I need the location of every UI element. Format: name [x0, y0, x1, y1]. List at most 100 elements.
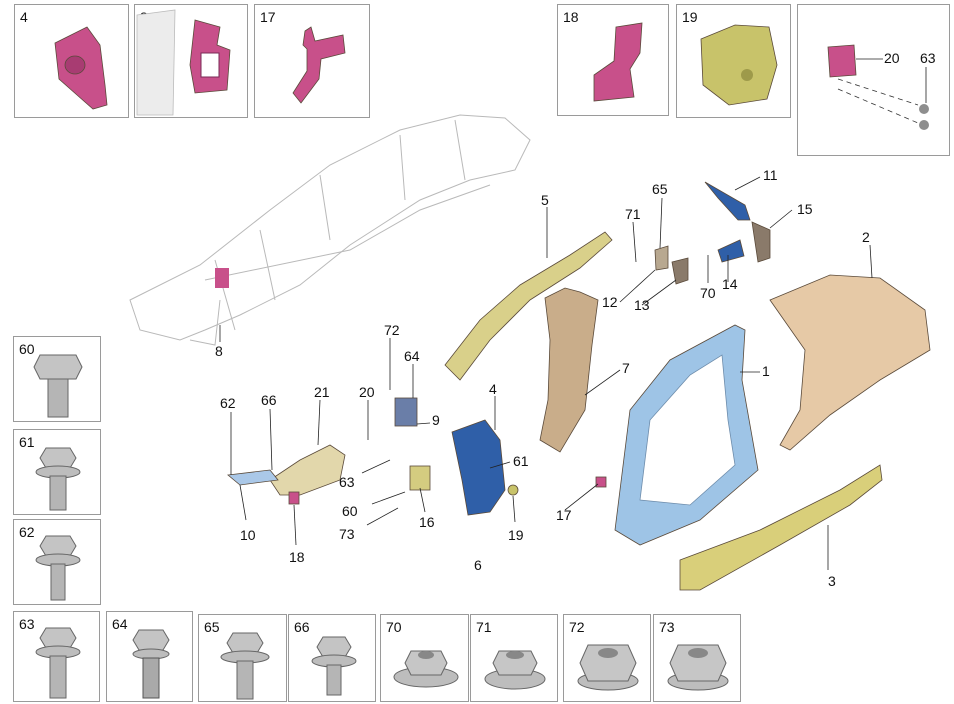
bracket-part-illustration — [136, 9, 231, 116]
callout-6: 6 — [474, 557, 482, 573]
bracket-part-illustration — [292, 26, 346, 104]
bolt-icon — [35, 535, 81, 601]
part-b-pillar-reinforcement — [451, 419, 506, 516]
inset-nut-72[interactable]: 72 — [563, 614, 651, 702]
part-bracket-12 — [654, 245, 669, 271]
bolt-icon — [132, 629, 170, 699]
bracket-part-illustration — [54, 26, 108, 110]
callout-15: 15 — [797, 201, 813, 217]
part-wheelhouse-21 — [269, 444, 346, 496]
part-rocker-panel — [679, 464, 883, 591]
inset-label: 70 — [386, 619, 402, 635]
callout-8: 8 — [215, 343, 223, 359]
bolt-icon — [35, 627, 81, 699]
inset-label: 60 — [19, 341, 35, 357]
part-bracket-11 — [704, 181, 751, 221]
part-bracket-9 — [394, 397, 418, 427]
body-shell-wireframe — [129, 114, 531, 346]
bracket-part-illustration — [700, 24, 778, 106]
callout-3: 3 — [828, 573, 836, 589]
bracket-part-illustration — [593, 22, 643, 102]
callout-21: 21 — [314, 384, 330, 400]
inset-part-8[interactable]: 8 — [134, 4, 248, 118]
inset-label: 64 — [112, 616, 128, 632]
nut-icon — [667, 644, 729, 691]
inset-label: 17 — [260, 9, 276, 25]
callout-14: 14 — [722, 276, 738, 292]
inset-label: 72 — [569, 619, 585, 635]
nut-icon — [484, 650, 546, 690]
inset-label: 66 — [294, 619, 310, 635]
inset-part-4[interactable]: 4 — [14, 4, 129, 118]
part-bracket-17 — [595, 476, 607, 488]
callout-61: 61 — [513, 453, 529, 469]
nut-icon — [577, 644, 639, 691]
callout-2: 2 — [862, 229, 870, 245]
inset-fastener-63[interactable]: 63 — [13, 611, 100, 702]
callout-18: 18 — [289, 549, 305, 565]
callout-13: 13 — [634, 297, 650, 313]
callout-19: 19 — [508, 527, 524, 543]
callout-20: 20 — [359, 384, 375, 400]
callout-63: 63 — [339, 474, 355, 490]
inset-label: 62 — [19, 524, 35, 540]
inset-part-20-63[interactable]: 20 63 — [797, 4, 950, 156]
nut-icon — [393, 650, 459, 688]
callout-73: 73 — [339, 526, 355, 542]
callout-7: 7 — [622, 360, 630, 376]
part-bracket-13 — [671, 257, 689, 285]
inset-nut-73[interactable]: 73 — [653, 614, 741, 702]
callout-12: 12 — [602, 294, 618, 310]
inset-fastener-60[interactable]: 60 — [13, 336, 101, 422]
inset-part-19[interactable]: 19 — [676, 4, 791, 118]
part-bracket-16 — [409, 465, 431, 491]
inset-part-17[interactable]: 17 — [254, 4, 370, 118]
part-bracket-15 — [751, 221, 771, 263]
callout-label: 20 — [884, 50, 900, 66]
inset-part-18[interactable]: 18 — [557, 4, 669, 116]
inset-fastener-66[interactable]: 66 — [288, 614, 376, 702]
callout-66: 66 — [261, 392, 277, 408]
inset-label: 65 — [204, 619, 220, 635]
inset-fastener-62[interactable]: 62 — [13, 519, 101, 605]
callout-65: 65 — [652, 181, 668, 197]
callout-60: 60 — [342, 503, 358, 519]
callout-16: 16 — [419, 514, 435, 530]
part-b-pillar-inner — [539, 287, 599, 453]
bolt-icon — [220, 632, 270, 700]
part-side-outer-panel — [614, 324, 759, 546]
inset-nut-71[interactable]: 71 — [470, 614, 558, 702]
callout-17: 17 — [556, 507, 572, 523]
inset-fastener-61[interactable]: 61 — [13, 429, 101, 515]
bolt-icon — [33, 354, 83, 418]
part-bracket-19 — [507, 484, 519, 496]
inset-fastener-65[interactable]: 65 — [198, 614, 287, 702]
inset-fastener-64[interactable]: 64 — [106, 611, 193, 702]
inset-nut-70[interactable]: 70 — [380, 614, 469, 702]
part-a-pillar — [444, 231, 613, 381]
part-bracket-14 — [717, 239, 745, 263]
part-bracket-18 — [288, 491, 300, 505]
callout-1: 1 — [762, 363, 770, 379]
bracket-8-on-body — [215, 268, 229, 288]
bolt-icon — [311, 636, 357, 696]
bolt-icon — [35, 447, 81, 511]
leader-lines — [219, 176, 873, 570]
inset-label: 4 — [20, 9, 28, 25]
inset-label: 18 — [563, 9, 579, 25]
callout-62: 62 — [220, 395, 236, 411]
callout-11: 11 — [763, 167, 778, 183]
inset-label: 71 — [476, 619, 492, 635]
callout-10: 10 — [240, 527, 256, 543]
part-quarter-panel — [769, 274, 931, 451]
inset-label: 63 — [19, 616, 35, 632]
callout-72: 72 — [384, 322, 400, 338]
bracket-part-illustration — [827, 44, 929, 130]
inset-label: 73 — [659, 619, 675, 635]
callout-label: 63 — [920, 50, 936, 66]
part-bracket-10 — [227, 469, 279, 486]
inset-label: 19 — [682, 9, 698, 25]
callout-64: 64 — [404, 348, 420, 364]
callout-9: 9 — [432, 412, 440, 428]
callout-71: 71 — [625, 206, 641, 222]
